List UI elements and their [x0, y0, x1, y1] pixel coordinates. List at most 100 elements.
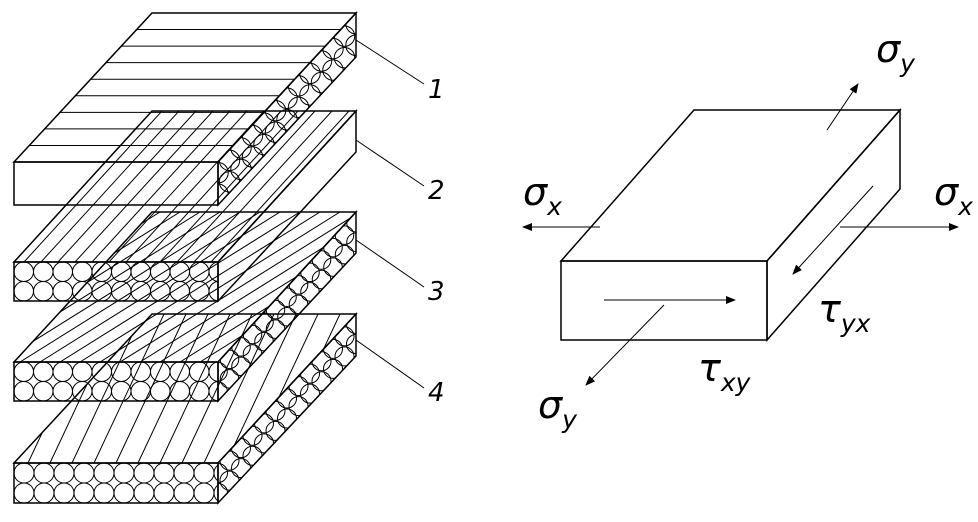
fiber-section-circle — [14, 262, 34, 282]
fiber-section-circle — [193, 463, 215, 484]
layer-1-lamina — [12, 11, 358, 207]
fiber-section-circle — [93, 482, 115, 503]
fiber-section-circle — [213, 464, 218, 482]
fiber-line — [40, 111, 180, 262]
fiber-section-circle — [52, 381, 73, 401]
tau-yx-arrow — [792, 185, 874, 275]
fiber-line — [125, 111, 265, 262]
fiber-section-circle — [173, 463, 195, 484]
fiber-section-circle — [14, 482, 35, 503]
fiber-section-circle — [219, 349, 240, 370]
layer-label-2: 2 — [428, 176, 445, 206]
fiber-line — [91, 111, 231, 262]
fiber-section-circle — [169, 381, 190, 401]
stress-element-top-face — [559, 109, 902, 262]
fiber-line — [176, 111, 316, 262]
fiber-line — [14, 212, 121, 362]
fiber-section-circle — [311, 250, 332, 270]
fiber-section-circle — [53, 482, 75, 503]
leader-line-3 — [355, 239, 425, 288]
leader-line-4 — [355, 339, 425, 389]
fiber-section-circle — [33, 362, 54, 382]
stress-labels: σy σx σx τyx τxy σy — [523, 27, 973, 434]
fiber-section-circle — [14, 281, 34, 301]
fiber-line — [39, 212, 281, 362]
fiber-section-circle — [173, 482, 195, 503]
fiber-line — [99, 212, 341, 362]
stress-element-side-face — [766, 108, 901, 342]
fiber-line — [225, 314, 297, 463]
layer-4-fiber-hatch — [0, 314, 356, 463]
sigma-y-top-arrow — [826, 83, 859, 131]
layer-2-fiber-hatch — [23, 111, 350, 262]
layer-2-lamina — [12, 109, 358, 303]
layer-label-1: 1 — [428, 75, 445, 105]
fiber-section-circle — [193, 482, 215, 503]
layer-4-side-fiber-circles — [218, 314, 356, 503]
layer-1-top-face — [12, 12, 358, 163]
fiber-line — [19, 212, 261, 362]
fiber-section-circle — [93, 463, 115, 484]
leader-line-2 — [355, 139, 425, 187]
fiber-section-circle — [311, 269, 332, 290]
fiber-section-circle — [300, 262, 320, 283]
fiber-section-circle — [150, 362, 171, 382]
tau-xy-label: τxy — [698, 346, 752, 397]
fiber-section-circle — [91, 362, 112, 382]
fiber-section-circle — [53, 463, 75, 484]
fiber-section-circle — [52, 362, 73, 382]
fiber-line — [210, 111, 350, 262]
fiber-line — [93, 314, 165, 463]
fiber-line — [79, 212, 321, 362]
fiber-line — [335, 314, 356, 463]
fiber-section-circle — [189, 262, 210, 282]
fiber-line — [179, 212, 356, 362]
fiber-section-circle — [153, 482, 175, 503]
fiber-line — [14, 212, 141, 362]
layer-2-top-face — [12, 110, 358, 263]
fiber-section-circle — [153, 463, 175, 484]
fiber-line — [193, 111, 333, 262]
sigma-x-right-label: σx — [934, 170, 973, 221]
fiber-section-circle — [345, 34, 356, 56]
fiber-line — [0, 314, 10, 463]
fiber-line — [71, 314, 143, 463]
fiber-line — [181, 314, 253, 463]
fiber-section-circle — [242, 324, 263, 345]
fiber-section-circle — [133, 463, 155, 484]
fiber-section-circle — [213, 484, 218, 502]
fiber-line — [14, 212, 181, 362]
fiber-section-circle — [346, 334, 356, 354]
fiber-section-circle — [277, 306, 297, 327]
fiber-line — [14, 212, 241, 362]
layer-4-top-face — [12, 313, 358, 464]
fiber-line — [14, 314, 33, 463]
fiber-section-circle — [72, 362, 93, 382]
fiber-section-circle — [73, 482, 95, 503]
layer-4-side-face — [217, 312, 357, 505]
sigma-y-top-label: σy — [876, 27, 916, 78]
fiber-section-circle — [130, 381, 151, 401]
fiber-section-circle — [265, 299, 286, 320]
fiber-section-circle — [33, 381, 54, 401]
layer-label-3: 3 — [428, 277, 445, 307]
fiber-section-circle — [288, 275, 309, 295]
fiber-line — [339, 212, 356, 362]
fiber-section-circle — [218, 463, 228, 483]
layer-2-front-fiber-circles — [14, 262, 218, 301]
sigma-y-bottom-label: σy — [538, 383, 578, 434]
fiber-section-circle — [14, 463, 35, 484]
fiber-section-circle — [113, 463, 135, 484]
fiber-section-circle — [33, 281, 54, 301]
fiber-line — [57, 111, 197, 262]
fiber-section-circle — [91, 262, 112, 282]
layer-1-side-face — [217, 11, 357, 207]
sigma-y-bottom-arrow — [585, 304, 665, 386]
fiber-section-circle — [33, 463, 55, 484]
fiber-section-circle — [219, 369, 240, 389]
fiber-section-circle — [277, 287, 297, 308]
sigma-x-left-label: σx — [523, 170, 562, 221]
fiber-line — [115, 314, 187, 463]
fiber-section-circle — [72, 262, 93, 282]
fiber-section-circle — [208, 381, 218, 401]
